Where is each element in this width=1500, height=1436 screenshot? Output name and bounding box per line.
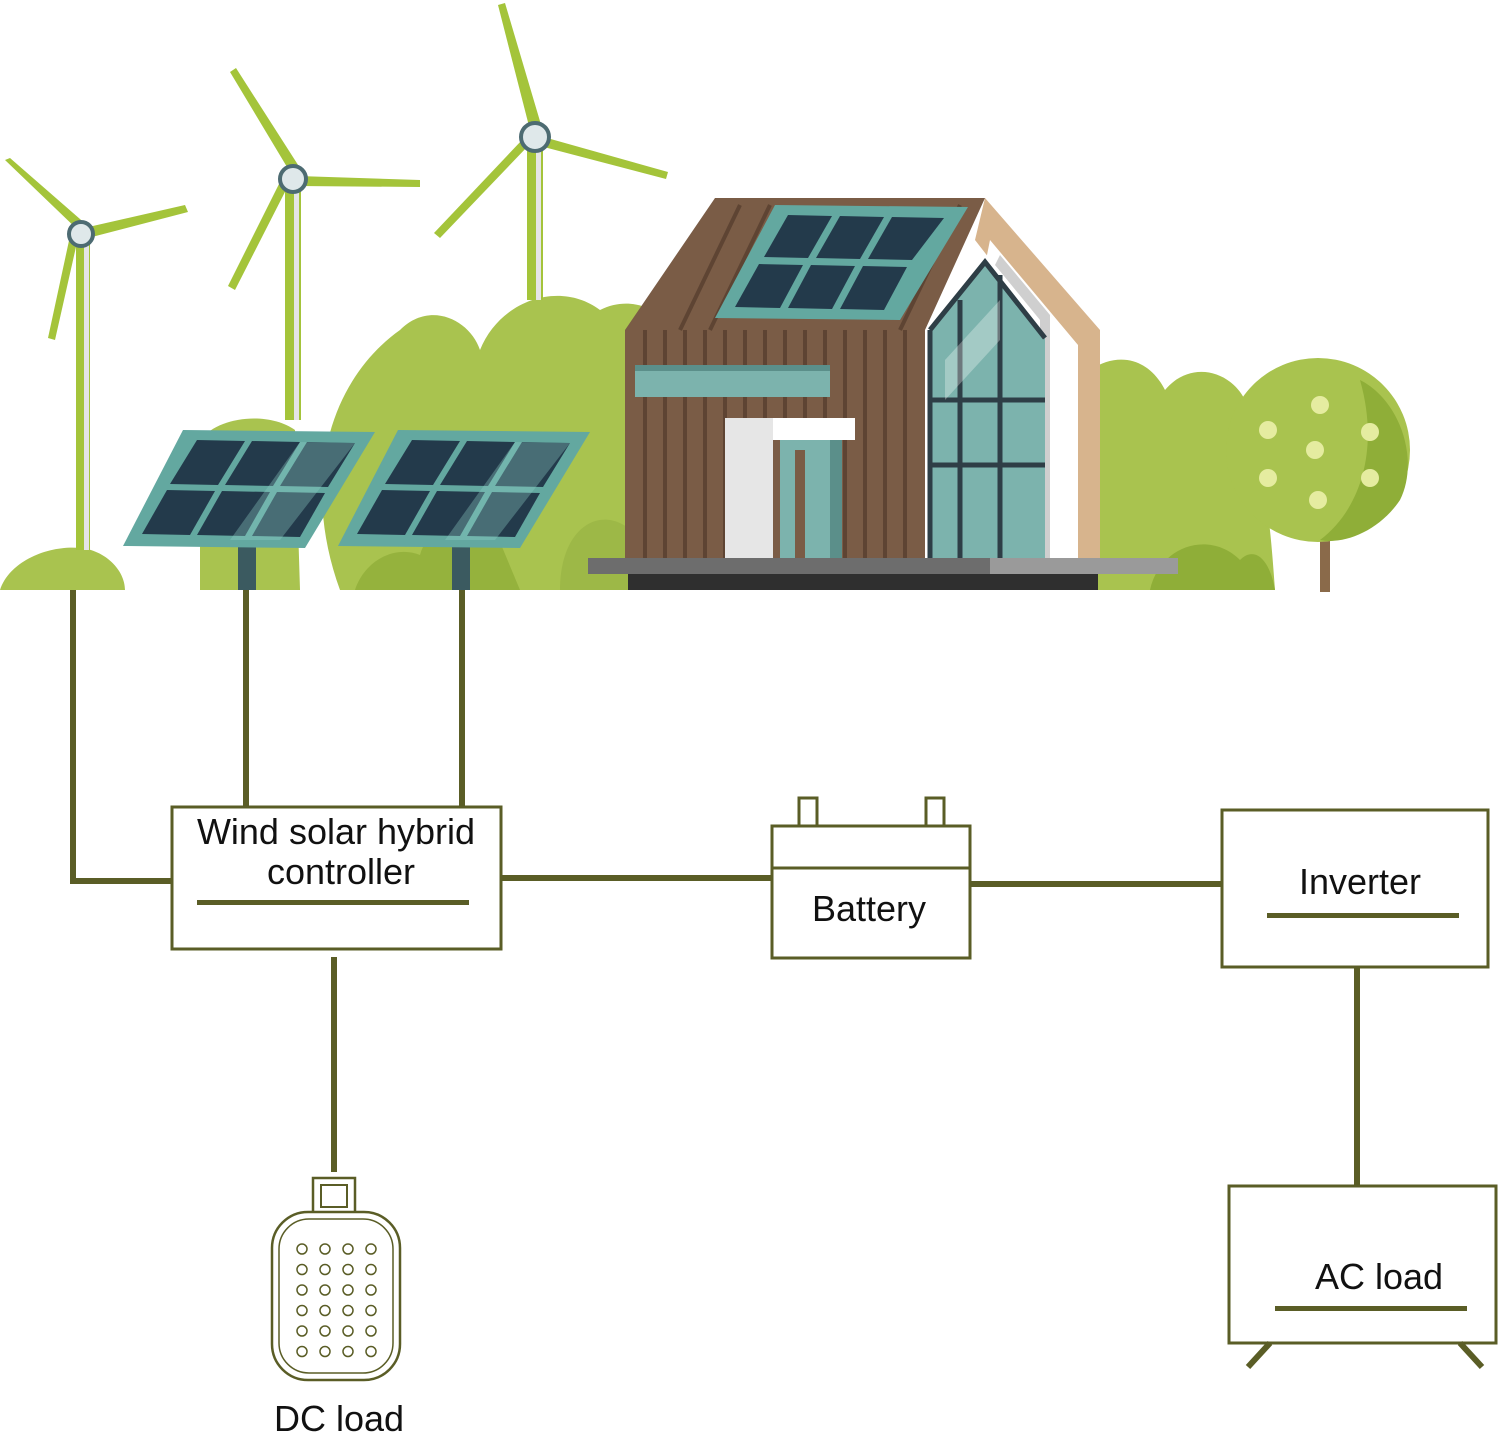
- dc-load-label: DC load: [274, 1398, 404, 1436]
- controller-label-line2: controller: [267, 851, 415, 892]
- inverter-box: Inverter: [1220, 808, 1490, 969]
- wiring: [70, 590, 1360, 1185]
- ac-load-label: AC load: [1315, 1256, 1443, 1297]
- battery-label: Battery: [812, 888, 926, 929]
- tree-icon: [1226, 358, 1410, 592]
- solar-panel-icon: [338, 430, 590, 590]
- wind-turbine-icon: [228, 68, 420, 420]
- inverter-label: Inverter: [1299, 861, 1421, 902]
- dc-appliance-icon: [270, 1176, 402, 1382]
- wind-turbine-icon: [434, 3, 668, 300]
- hybrid-controller-box: Wind solar hybrid controller: [170, 805, 503, 951]
- battery-icon: Battery: [770, 796, 972, 960]
- solar-panel-icon: [123, 430, 375, 590]
- wind-turbine-icon: [5, 158, 188, 550]
- controller-label-line1: Wind solar hybrid: [197, 811, 475, 852]
- house-icon: [588, 198, 1178, 590]
- tv-icon: AC load: [1227, 1184, 1498, 1370]
